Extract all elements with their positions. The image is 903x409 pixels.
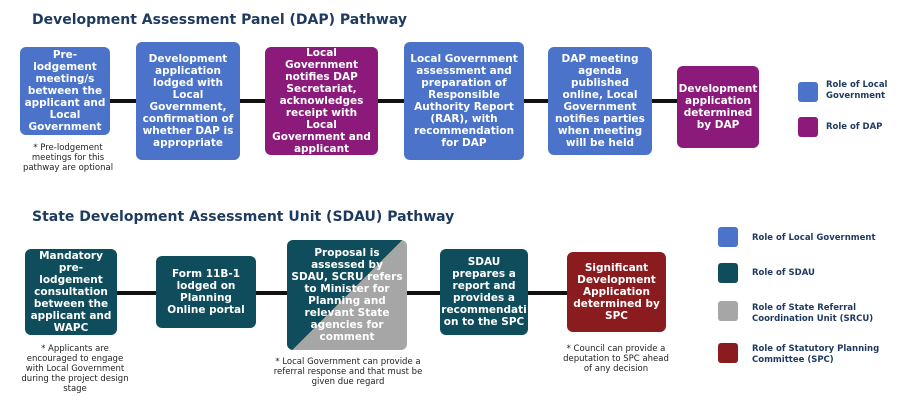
sdau-step-determined-by-spc: Significant Development Application dete… <box>567 252 666 332</box>
sdau-legend-label-spc: Role of Statutory Planning Committee (SP… <box>752 344 880 365</box>
dap-legend-swatch-local-government <box>798 82 818 102</box>
sdau-step-form-11b-1-lodged: Form 11B-1 lodged on Planning Online por… <box>156 256 256 328</box>
sdau-pathway-title: State Development Assessment Unit (SDAU)… <box>32 209 455 225</box>
dap-note-pre-lodgement: * Pre-lodgement meetings for this pathwa… <box>22 143 114 173</box>
sdau-note-council: * Council can provide a deputation to SP… <box>563 344 669 374</box>
dap-step-meeting-agenda: DAP meeting agenda published online, Loc… <box>548 47 652 155</box>
sdau-legend-label-sdau: Role of SDAU <box>752 268 815 278</box>
sdau-legend-swatch-local-government <box>718 227 738 247</box>
sdau-step-report-recommendation: SDAU prepares a report and provides a re… <box>440 249 528 335</box>
sdau-step-assessed-by-sdau-scru: Proposal is assessed by SDAU, SCRU refer… <box>287 240 407 350</box>
dap-pathway-title: Development Assessment Panel (DAP) Pathw… <box>32 12 407 28</box>
sdau-legend-swatch-spc <box>718 343 738 363</box>
dap-legend-swatch-dap <box>798 117 818 137</box>
dap-connector-line <box>110 99 685 103</box>
dap-step-determined-by-dap: Development application determined by DA… <box>677 66 759 148</box>
dap-step-assessment-rar: Local Government assessment and preparat… <box>404 42 524 160</box>
sdau-legend-label-local-government: Role of Local Government <box>752 233 876 243</box>
sdau-legend-swatch-srcu <box>718 301 738 321</box>
sdau-step-pre-lodgement-consultation: Mandatory pre-lodgement consultation bet… <box>25 249 117 335</box>
dap-step-pre-lodgement: Pre-lodgement meeting/s between the appl… <box>20 47 110 135</box>
sdau-legend-swatch-sdau <box>718 263 738 283</box>
sdau-note-applicants: * Applicants are encouraged to engage wi… <box>21 344 129 394</box>
dap-step-application-lodged: Development application lodged with Loca… <box>136 42 240 160</box>
sdau-note-local-government: * Local Government can provide a referra… <box>273 357 423 387</box>
dap-legend-label-dap: Role of DAP <box>826 122 883 132</box>
sdau-legend-label-srcu: Role of State Referral Coordination Unit… <box>752 303 874 324</box>
dap-step-secretariat-notified: Local Government notifies DAP Secretaria… <box>265 47 378 155</box>
dap-legend-label-local-government: Role of Local Government <box>826 80 888 101</box>
